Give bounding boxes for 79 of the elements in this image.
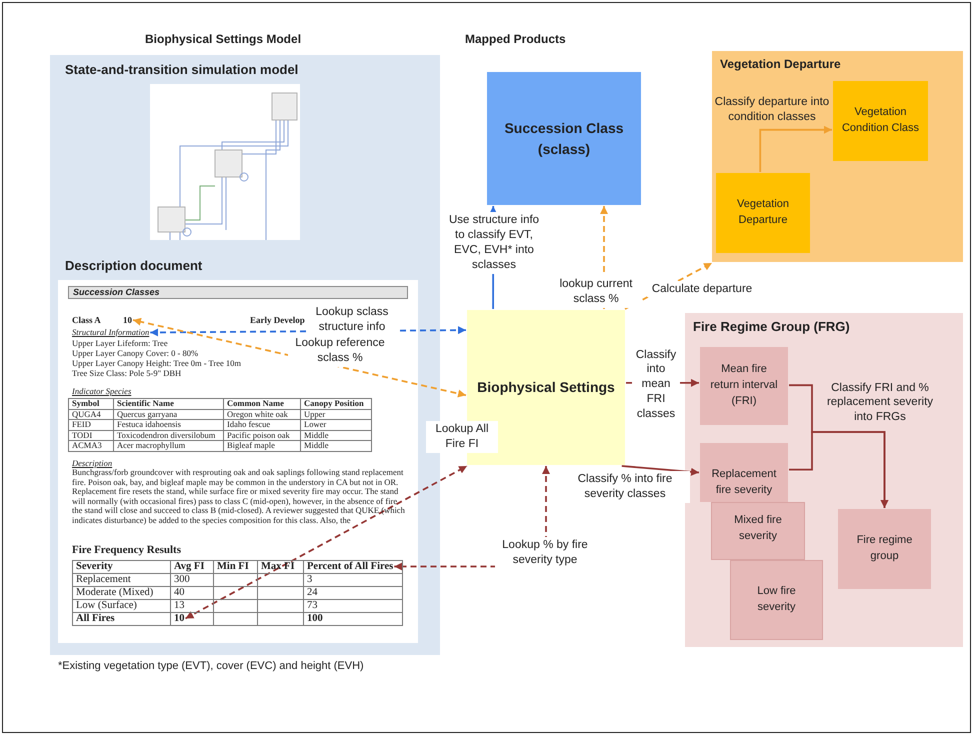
product-box: [700, 443, 788, 502]
table-text: Bigleaf maple: [227, 440, 275, 450]
panel-heading: Biophysical Settings Model: [145, 32, 302, 46]
product-box: [833, 81, 928, 161]
table-text: All Fires: [76, 613, 115, 624]
product-box: [711, 502, 805, 560]
panel-heading: Description document: [65, 258, 202, 273]
table-text: Middle: [304, 430, 329, 440]
table-text: Festuca idahoensis: [117, 419, 181, 429]
arrow: [759, 126, 832, 172]
table-text: Oregon white oak: [227, 408, 288, 418]
table-text: Severity: [76, 561, 113, 572]
group-panel: [685, 313, 963, 647]
table-text: ACMA3: [72, 440, 102, 450]
table-text: Canopy Position: [304, 398, 364, 408]
document-text: Upper Layer Canopy Height: Tree 0m - Tree 10m: [72, 358, 242, 368]
table-text: Avg FI: [174, 561, 204, 572]
table-text: Upper: [304, 408, 326, 418]
panel-heading: Vegetation Departure: [720, 57, 841, 71]
product-box: [730, 560, 823, 640]
document-text: Indicator Species: [72, 386, 132, 396]
section-heading: Succession Classes: [68, 286, 408, 299]
table-text: Quercus garryana: [117, 408, 178, 418]
arrow: [622, 465, 700, 476]
product-box: [838, 509, 931, 589]
group-panel: [712, 51, 963, 262]
arrow: [185, 465, 468, 620]
table-text: Low (Surface): [76, 600, 137, 611]
panel-heading: Fire Regime Group (FRG): [693, 319, 850, 334]
product-box: [716, 173, 810, 253]
table-text: Common Name: [227, 398, 284, 408]
table-text: Moderate (Mixed): [76, 587, 154, 598]
document-text: Early Develop: [250, 315, 305, 325]
product-box: [487, 72, 641, 205]
table-text: Middle: [304, 440, 329, 450]
table-text: Lower: [304, 419, 326, 429]
table-text: 40: [174, 587, 184, 598]
table-text: Max FI: [261, 561, 295, 572]
document-text: Description: [72, 458, 112, 468]
document-text: Upper Layer Canopy Cover: 0 - 80%: [72, 348, 198, 358]
table-text: Acer macrophyllum: [117, 440, 186, 450]
table-text: FEID: [72, 419, 91, 429]
table-text: Idaho fescue: [227, 419, 270, 429]
table-text: 73: [307, 600, 318, 611]
table-text: QUGA4: [72, 408, 101, 418]
node-label: Replacement fire severity: [710, 467, 778, 498]
table-text: Toxicodendron diversilobum: [117, 430, 216, 440]
description-paragraph: Bunchgrass/forb groundcover with resprouting oak and oak saplings following stand replacement fire. Poison oak, bay, and bigleaf maple may be common in the understory in CA but not in OR. Replacement fire resets the stand, while surface fire or mixed severity fire may occur. The stand will normally (with occasional fires) pass to class C (mid-open), however, in the absence of fire the stand will close and succeed to class B (mid-closed). A reviewer suggested that QUKE (which indicates disturbance) be added to the species composition for this class. Also, the: [72, 468, 406, 526]
document-text: Tree Size Class: Pole 5-9" DBH: [72, 368, 182, 378]
table-text: Scientific Name: [117, 398, 174, 408]
document-text: 10: [123, 315, 132, 325]
table-text: Symbol: [72, 398, 100, 408]
document-text: Class A: [72, 315, 101, 325]
table-text: 300: [174, 574, 190, 585]
table-text: Replacement: [76, 574, 131, 585]
node-label: Mixed fire severity: [733, 513, 783, 544]
arrow: [789, 431, 888, 508]
table-text: 24: [307, 587, 318, 598]
node-label: Vegetation Departure: [736, 197, 790, 228]
section-heading: Mapped Products: [465, 32, 566, 46]
footnote: *Existing vegetation type (EVT), cover (EVC) and height (EVH): [58, 660, 364, 672]
document-text: Upper Layer Lifeform: Tree: [72, 338, 168, 348]
node-label: Low fire severity: [756, 584, 797, 615]
node-label: Mean fire return interval (FRI): [709, 362, 779, 409]
document-text: Structural Information: [72, 327, 150, 337]
node-label: Biophysical Settings: [477, 378, 615, 398]
node-label: Vegetation Condition Class: [840, 105, 920, 136]
table-text: 13: [174, 600, 184, 611]
product-box: [700, 347, 788, 425]
table-text: 3: [307, 574, 312, 585]
table-text: Pacific poison oak: [227, 430, 290, 440]
table-text: 100: [307, 613, 323, 624]
panel-heading: State-and-transition simulation model: [65, 62, 298, 77]
table-text: TODI: [72, 430, 92, 440]
node-label: Succession Class (sclass): [503, 119, 625, 159]
table-text: Min FI: [217, 561, 249, 572]
node-label: Fire regime group: [856, 533, 914, 564]
edge-label: Lookup All Fire FI: [426, 421, 498, 453]
table-title: Fire Frequency Results: [72, 545, 181, 555]
